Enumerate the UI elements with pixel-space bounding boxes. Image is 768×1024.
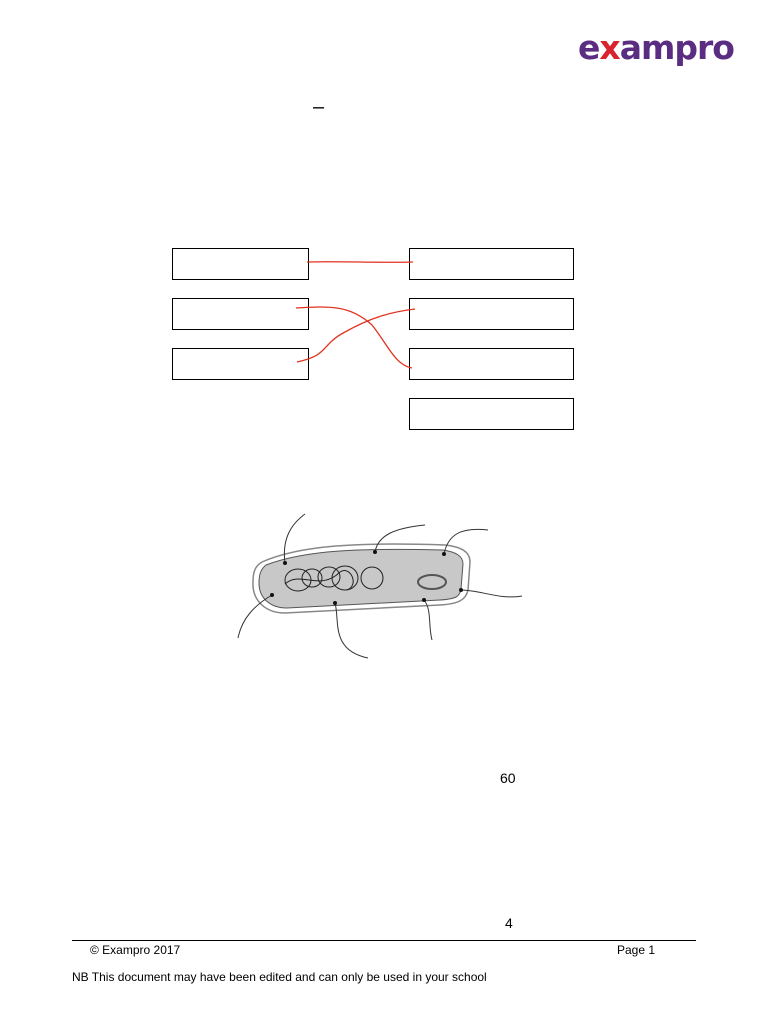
logo-e: e [578,28,600,67]
chromosomal-dna [284,565,384,592]
answer-line-2 [295,306,413,369]
mark-number-60: 60 [500,770,516,786]
left-box-3[interactable] [172,348,309,380]
question-dash: – [313,96,325,118]
footer-page-number: Page 1 [617,943,656,957]
footer-divider [72,940,696,941]
footer-copyright: © Exampro 2017 [90,943,181,957]
footer-note: NB This document may have been edited an… [72,970,487,984]
right-box-4[interactable] [409,398,574,430]
bacterium-cell [237,513,523,659]
answer-line-3 [296,308,416,363]
plasmid [417,574,447,590]
logo-ampro: ampro [619,28,735,67]
label-lines [237,513,523,659]
answer-line-1 [306,261,414,263]
right-box-3[interactable] [409,348,574,380]
mark-number-4: 4 [505,915,513,931]
exampro-logo: exampro [578,28,735,67]
right-box-1[interactable] [409,248,574,280]
logo-x: x [599,28,620,67]
left-box-2[interactable] [172,298,309,330]
label-dots [270,550,463,605]
right-box-2[interactable] [409,298,574,330]
left-box-1[interactable] [172,248,309,280]
